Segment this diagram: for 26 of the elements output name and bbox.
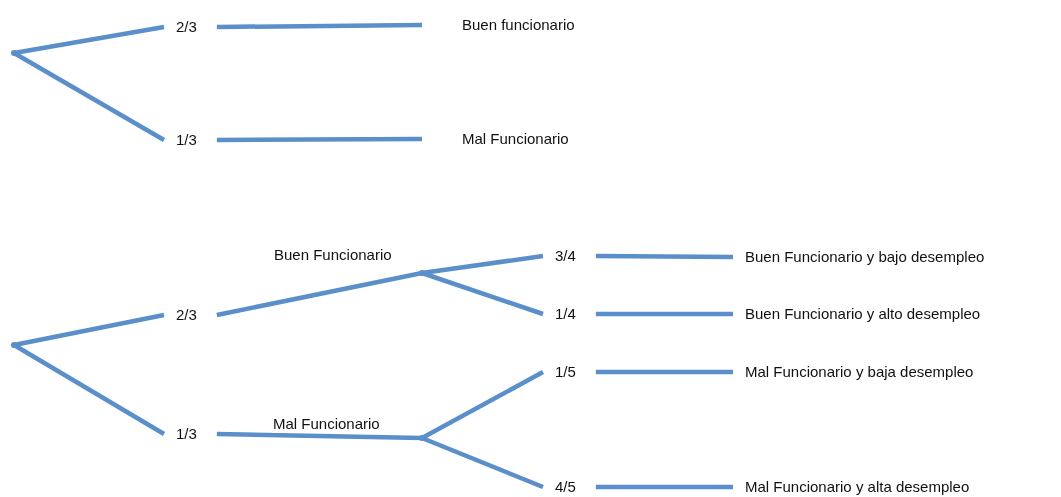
probability-label: 1/3 (176, 425, 197, 443)
outcome-label: Buen funcionario (462, 16, 575, 34)
branch-line (216, 136, 422, 143)
branch-point (419, 270, 425, 276)
probability-label: 1/3 (176, 131, 197, 149)
outcome-label: Buen Funcionario y bajo desempleo (745, 248, 985, 266)
branch-point (419, 435, 425, 441)
outcome-label: Mal Funcionario (462, 130, 569, 148)
branch-line (595, 484, 733, 490)
probability-label: 3/4 (555, 247, 576, 265)
probability-label: 4/5 (555, 478, 576, 496)
branch-line (12, 343, 166, 436)
branch-point (11, 50, 17, 56)
probability-label: 1/4 (555, 305, 576, 323)
outcome-label: Mal Funcionario y alta desempleo (745, 478, 970, 496)
probability-label: 1/5 (555, 363, 576, 381)
branch-line (216, 22, 423, 30)
branch-point (11, 342, 17, 348)
edge-label: Mal Funcionario (272, 415, 381, 433)
outcome-label: Mal Funcionario y baja desempleo (745, 363, 974, 381)
branch-line (595, 253, 733, 260)
probability-label: 2/3 (176, 306, 197, 324)
branch-line (595, 311, 733, 317)
outcome-label: Buen Funcionario y alto desempleo (745, 305, 981, 323)
branch-line (595, 369, 733, 375)
probability-label: 2/3 (176, 18, 197, 36)
